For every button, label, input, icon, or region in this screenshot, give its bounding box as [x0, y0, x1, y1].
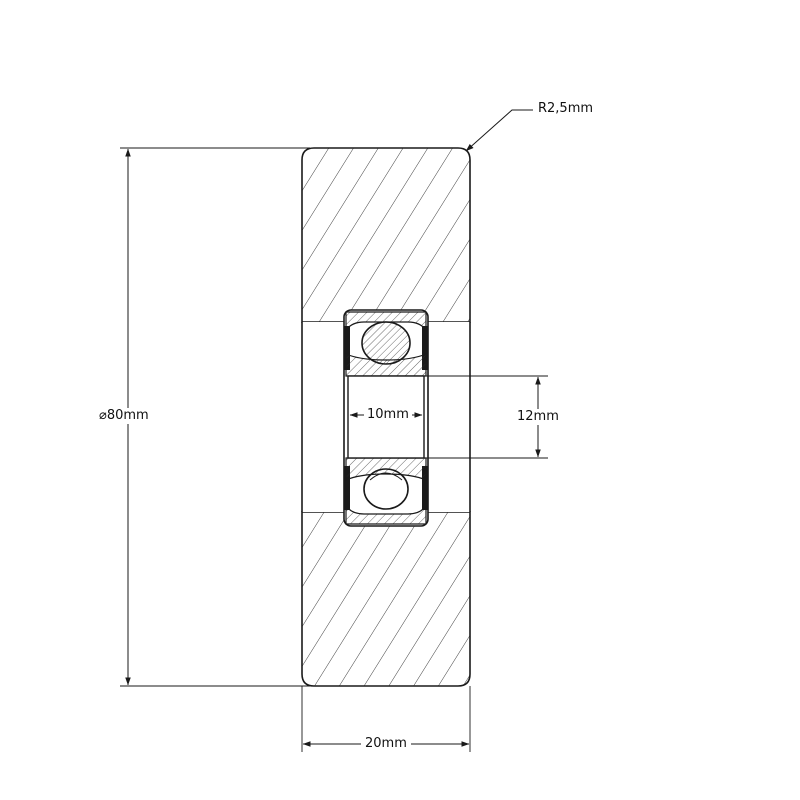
tire-section-lower — [301, 511, 471, 687]
seal-upper-left — [344, 326, 350, 370]
bore-width-label: 10mm — [364, 407, 412, 423]
tire-section-upper — [301, 147, 471, 323]
width-label: 20mm — [361, 736, 411, 752]
inner-ring-lower — [345, 457, 427, 481]
diameter-label: ⌀80mm — [97, 408, 151, 424]
seal-lower-left — [344, 466, 350, 510]
radius-leader — [465, 109, 533, 152]
tire-side-right — [428, 322, 470, 512]
tire-side-left — [302, 322, 344, 512]
inner-ring-upper — [345, 353, 427, 377]
seal-lower-right — [422, 466, 428, 510]
diameter-value: 80mm — [106, 408, 149, 423]
ball-upper — [361, 321, 411, 365]
seal-upper-right — [422, 326, 428, 370]
bore-height-label: 12mm — [515, 409, 561, 425]
diameter-symbol: ⌀ — [99, 408, 107, 423]
radius-label: R2,5mm — [538, 101, 594, 116]
